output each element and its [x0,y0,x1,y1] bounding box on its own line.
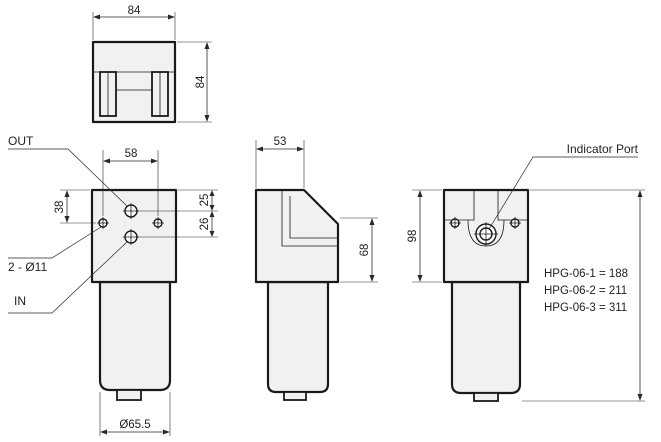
dim-25: 25 [199,194,211,207]
model-length-1: HPG-06-1 = 188 [544,268,628,280]
right-drain [473,392,499,402]
holes-leader [8,226,102,259]
in-leader [8,240,129,314]
filter-bowl [98,280,172,392]
label-indicator-port: Indicator Port [567,142,639,156]
dim-front-height: 98 [407,230,419,243]
indicator-leader [488,156,638,230]
left-front-view: 58 38 25 26 OUT 2 - Ø11 IN [8,134,218,436]
dim-diameter: Ø65.5 [119,419,150,431]
dim-26: 26 [199,218,211,231]
model-length-2: HPG-06-2 = 211 [544,285,627,297]
out-leader [8,148,129,208]
side-head [254,188,340,284]
side-view: 53 68 [254,136,378,401]
model-length-3: HPG-06-3 = 311 [544,302,627,314]
dim-port-spacing: 58 [125,148,138,160]
label-holes: 2 - Ø11 [8,260,47,274]
dim-top-height: 84 [195,75,207,88]
right-front-view: Indicator Port 98 HPG-06-1 = 188 HPG-06-… [407,142,645,402]
dim-side-height: 68 [359,244,371,257]
side-drain [283,391,307,401]
dim-side-width: 53 [274,136,287,148]
right-bowl [450,280,522,395]
side-bowl [266,280,330,394]
top-view: 84 84 [91,5,212,124]
label-in: IN [14,294,26,308]
dim-top-width: 84 [128,5,141,17]
dim-38: 38 [54,201,66,214]
drain-plug [116,389,142,401]
label-out: OUT [8,134,34,148]
